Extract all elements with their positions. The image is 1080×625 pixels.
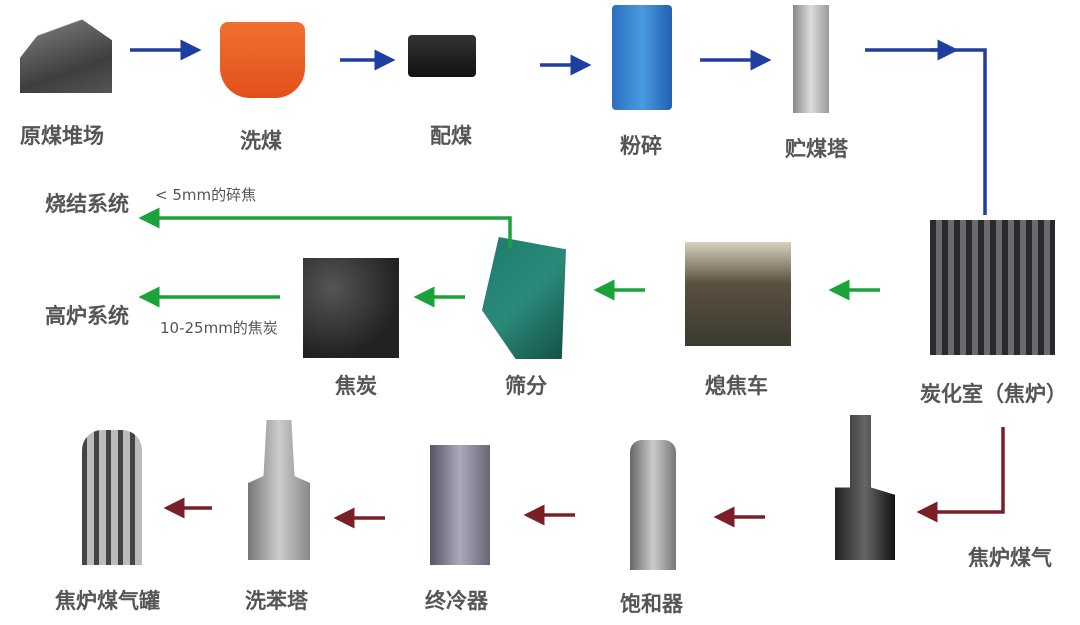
coal-tower-image — [793, 5, 829, 113]
label-saturator: 饱和器 — [620, 592, 683, 616]
coal-blending-image — [408, 35, 476, 77]
arrow-tower-to-chamber — [865, 48, 987, 215]
label-final-cooler: 终冷器 — [425, 589, 488, 613]
label-coking-chamber: 炭化室（焦炉） — [920, 382, 1067, 406]
saturator-image — [630, 440, 676, 570]
label-coal-tower: 贮煤塔 — [785, 137, 848, 161]
quench-car-image — [685, 242, 791, 346]
note-blast: 10-25mm的焦炭 — [160, 319, 278, 337]
arrow-chamber-to-gas — [916, 427, 1005, 523]
label-sinter-system: 烧结系统 — [45, 192, 129, 216]
gas-holder-image — [82, 430, 142, 565]
label-crushing: 粉碎 — [620, 134, 662, 158]
final-cooler-image — [430, 445, 490, 565]
crusher-image — [612, 5, 672, 110]
label-coal-pile: 原煤堆场 — [20, 124, 104, 148]
coke-image — [303, 258, 399, 358]
label-coal-washing: 洗煤 — [240, 129, 282, 153]
label-coal-blending: 配煤 — [430, 124, 472, 148]
label-coke: 焦炭 — [335, 374, 377, 398]
label-blast-furnace-system: 高炉系统 — [45, 304, 129, 328]
arrow-screen-to-sinter — [138, 207, 512, 248]
label-benzene-scrubber: 洗苯塔 — [245, 589, 308, 613]
label-quench-car: 熄焦车 — [705, 374, 768, 398]
label-gas-holder: 焦炉煤气罐 — [55, 589, 160, 613]
label-screening: 筛分 — [505, 374, 547, 398]
coal-washer-image — [220, 22, 305, 98]
note-sinter: < 5mm的碎焦 — [155, 186, 257, 204]
coking-chamber-image — [930, 220, 1055, 355]
label-coke-oven-gas: 焦炉煤气 — [968, 546, 1052, 570]
